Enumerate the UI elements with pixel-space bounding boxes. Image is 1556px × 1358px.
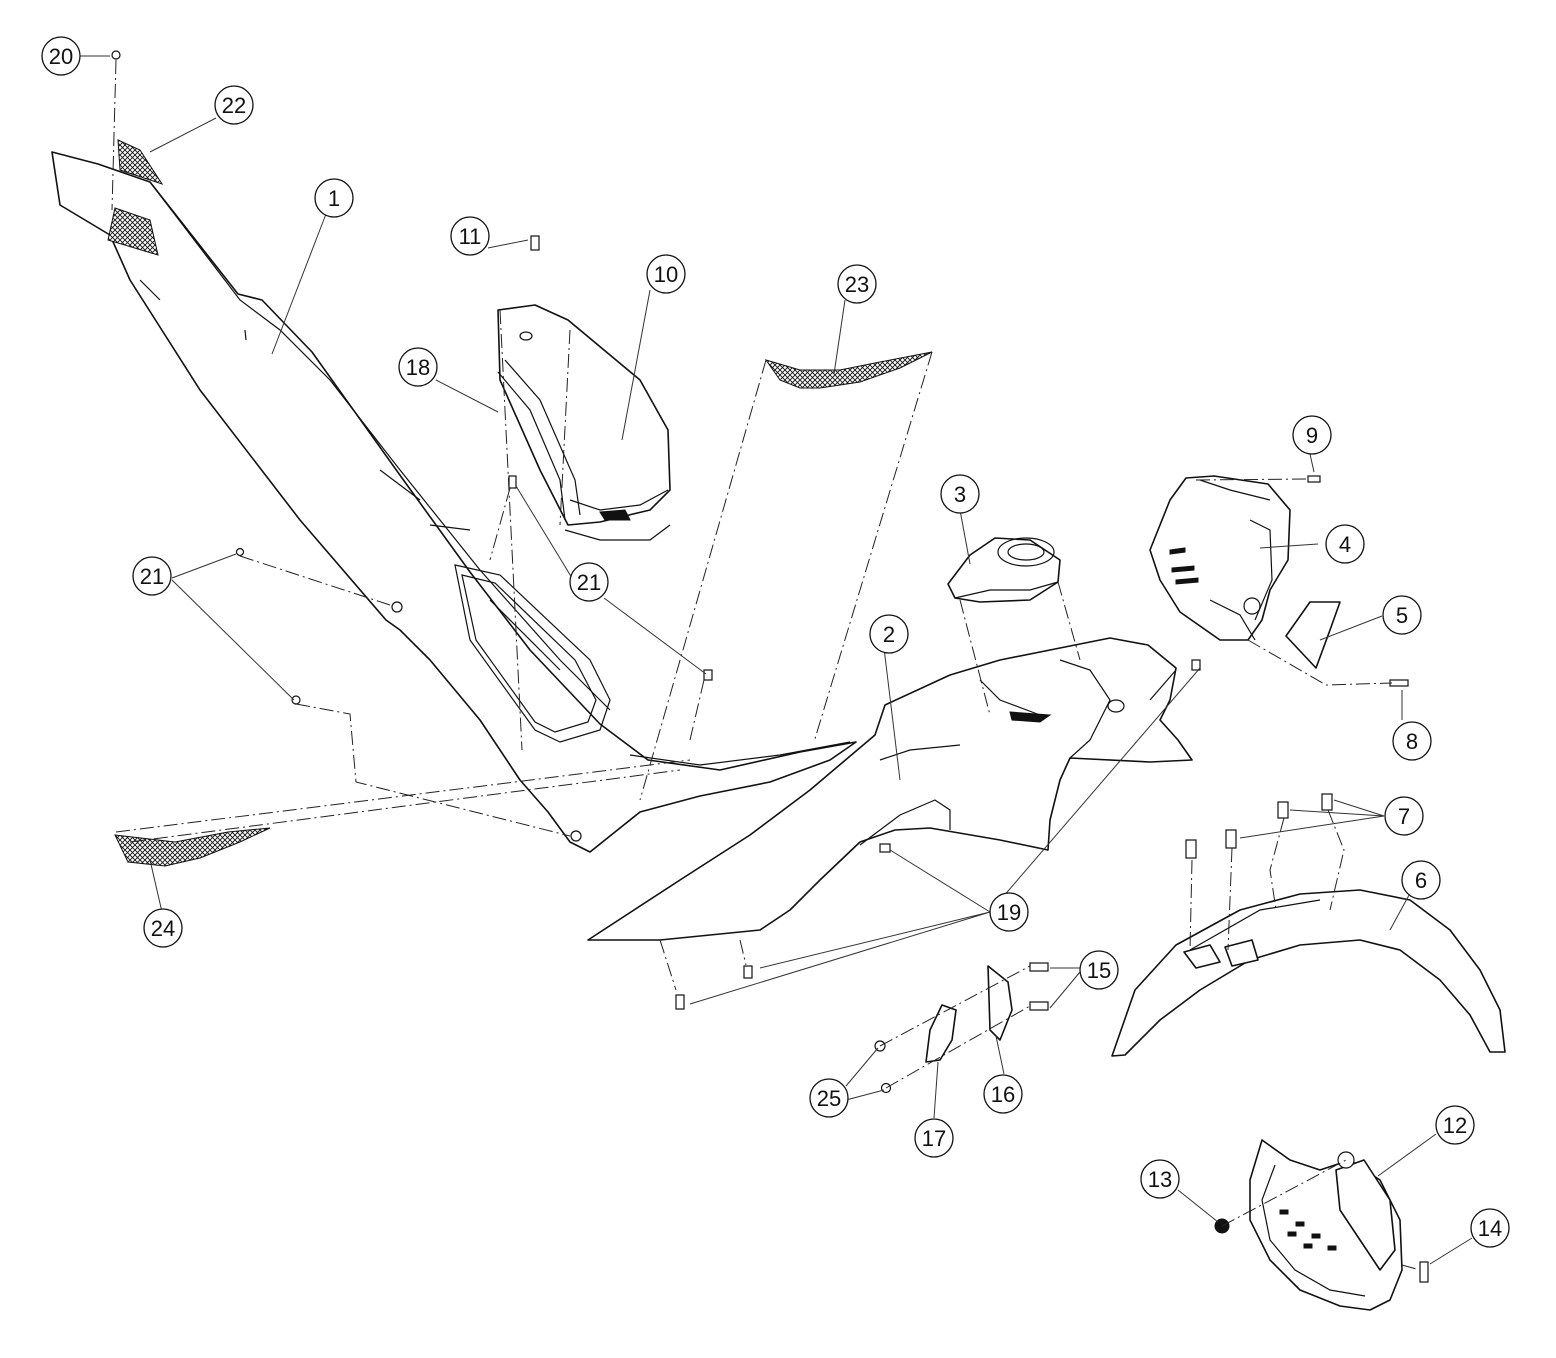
part-6-front-fender	[1111, 889, 1506, 1057]
screw-9	[1307, 475, 1321, 483]
callout-9: 9	[1292, 415, 1332, 455]
callout-label: 14	[1478, 1216, 1502, 1241]
screw-7d	[1321, 793, 1333, 811]
screw-7c	[1277, 801, 1289, 819]
callout-label: 9	[1306, 423, 1318, 448]
screw-11	[530, 235, 540, 251]
callout-3: 3	[940, 474, 980, 514]
callout-label: 17	[922, 1126, 946, 1151]
callout-label: 24	[151, 916, 175, 941]
callout-label: 2	[883, 622, 895, 647]
screw-19a	[1191, 659, 1201, 671]
callout-label: 16	[991, 1082, 1015, 1107]
callout-10: 10	[646, 254, 686, 294]
part-10-side-cover	[497, 304, 671, 541]
callout-2: 2	[869, 614, 909, 654]
callout-label: 4	[1339, 532, 1351, 557]
callout-label: 10	[654, 262, 678, 287]
callout-25: 25	[809, 1078, 849, 1118]
callout-label: 12	[1443, 1113, 1467, 1138]
callout-label: 11	[459, 224, 482, 249]
screw-20	[111, 50, 121, 60]
callout-label: 25	[817, 1086, 841, 1111]
callout-label: 5	[1396, 603, 1408, 628]
callout-20: 20	[41, 36, 81, 76]
callout-label: 21	[577, 570, 601, 595]
callout-22: 22	[214, 85, 254, 125]
callout-4: 4	[1325, 524, 1365, 564]
callout-label: 8	[1406, 729, 1418, 754]
callout-label: 7	[1398, 804, 1410, 829]
part-12-disc-guard	[1249, 1139, 1403, 1311]
screw-21-mid	[703, 669, 713, 681]
callout-label: 22	[222, 93, 246, 118]
screw-15a	[1029, 962, 1049, 972]
callout-5: 5	[1382, 595, 1422, 635]
callout-15: 15	[1079, 950, 1119, 990]
callout-13: 13	[1140, 1159, 1180, 1199]
callout-19: 19	[989, 892, 1029, 932]
callout-14: 14	[1470, 1208, 1510, 1248]
callout-label: 1	[328, 186, 340, 211]
callout-label: 21	[140, 564, 164, 589]
callout-12: 12	[1435, 1105, 1475, 1145]
callout-6: 6	[1401, 860, 1441, 900]
screw-14	[1419, 1261, 1429, 1283]
callout-24: 24	[143, 908, 183, 948]
part-3-fuel-cap	[947, 537, 1061, 603]
callout-label: 20	[49, 44, 73, 69]
callout-label: 13	[1148, 1167, 1172, 1192]
screw-19b	[879, 843, 891, 853]
callout-label: 19	[997, 900, 1021, 925]
callout-21-center: 21	[569, 562, 609, 602]
part-16-bracket	[987, 965, 1013, 1041]
part-24-decal	[114, 827, 271, 867]
callout-18: 18	[398, 347, 438, 387]
callout-17: 17	[914, 1118, 954, 1158]
callout-connectors	[80, 55, 1473, 1265]
callout-label: 23	[845, 272, 869, 297]
screw-21-lower	[291, 695, 301, 705]
callout-label: 6	[1415, 868, 1427, 893]
part-22-decals	[107, 139, 164, 256]
callout-1: 1	[314, 178, 354, 218]
screw-7a	[1185, 839, 1197, 859]
screw-8	[1389, 679, 1409, 687]
part-5-bracket	[1285, 601, 1341, 669]
part-23-decal	[764, 351, 933, 389]
callout-11: 11	[450, 216, 490, 256]
part-1-side-panel	[51, 151, 857, 853]
callout-7: 7	[1384, 796, 1424, 836]
part-17-bracket	[925, 1004, 957, 1063]
part-4-cover	[1149, 475, 1291, 641]
screw-7b	[1225, 829, 1237, 849]
callout-label: 15	[1087, 958, 1111, 983]
screw-19c	[743, 965, 753, 979]
screw-21-top	[508, 475, 517, 489]
part-2-tank-cover	[587, 637, 1193, 941]
callout-8: 8	[1392, 721, 1432, 761]
screw-21-left	[235, 547, 245, 557]
callout-16: 16	[983, 1074, 1023, 1114]
callout-label: 3	[954, 482, 966, 507]
screw-15b	[1029, 1001, 1049, 1011]
callout-23: 23	[837, 264, 877, 304]
leader-lines	[111, 59, 1421, 1271]
callout-21-left: 21	[132, 556, 172, 596]
screw-19d	[675, 994, 685, 1010]
callout-label: 18	[406, 355, 430, 380]
hardware	[111, 50, 1429, 1283]
callouts: 1 2 3 4 5 6 7 8 9 10 11 12 13 14 15 16 1…	[41, 36, 1510, 1248]
